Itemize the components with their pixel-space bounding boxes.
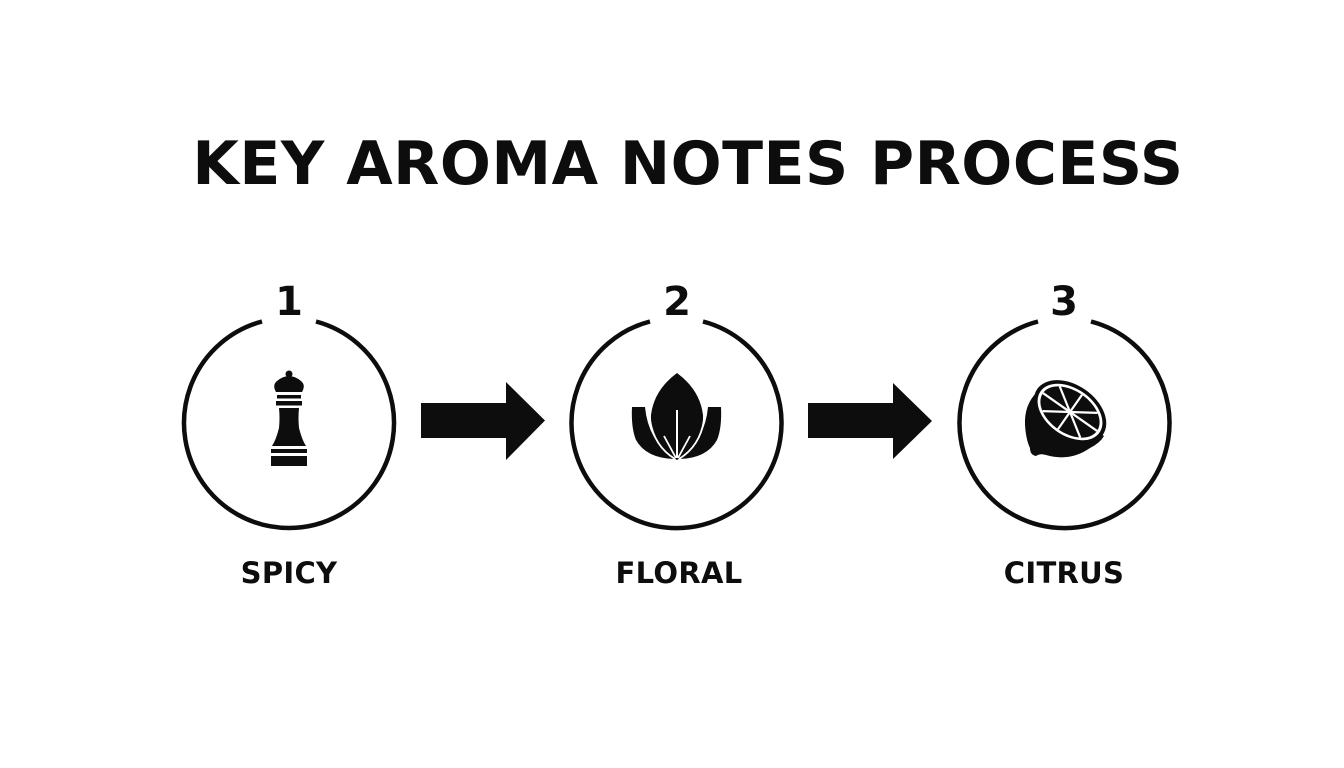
lemon-half-icon	[1024, 380, 1107, 458]
pepper-mill-icon	[271, 370, 307, 466]
step-3-label: CITRUS	[1003, 556, 1125, 590]
step-1-circle	[181, 319, 397, 531]
step-3-number: 3	[1050, 279, 1078, 325]
step-3-circle	[957, 319, 1172, 531]
step-2-circle	[569, 319, 784, 531]
step-2-number: 2	[663, 279, 691, 325]
arrow-right-icon	[808, 383, 932, 459]
lotus-leaf-icon	[631, 373, 722, 460]
page-title: KEY AROMA NOTES PROCESS	[192, 129, 1184, 199]
step-2-label: FLORAL	[615, 556, 743, 590]
step-1-number: 1	[275, 279, 303, 325]
arrow-right-icon	[421, 382, 545, 460]
step-1-label: SPICY	[240, 556, 338, 590]
